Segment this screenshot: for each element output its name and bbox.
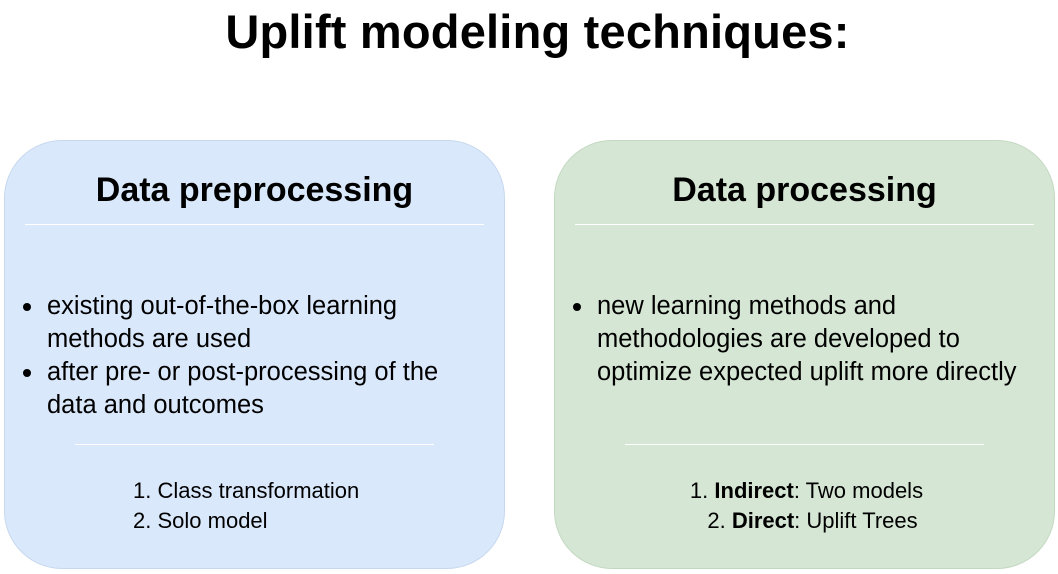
item-bold-term: Direct — [731, 508, 795, 533]
divider — [25, 224, 484, 225]
divider — [75, 444, 434, 445]
bullet-list: new learning methods and methodologies a… — [571, 290, 1041, 389]
item-number: 2. — [133, 508, 152, 533]
list-item: existing out-of-the-box learning methods… — [21, 290, 491, 356]
bullet-icon — [23, 303, 31, 311]
list-item: 2. Solo model — [5, 506, 504, 536]
divider — [625, 444, 984, 445]
data-preprocessing-card: Data preprocessing existing out-of-the-b… — [4, 140, 505, 569]
list-item: after pre- or post-processing of the dat… — [21, 356, 491, 422]
bullet-text: new learning methods and methodologies a… — [597, 292, 1017, 386]
list-item: 1. Class transformation — [5, 476, 504, 506]
card-heading: Data processing — [672, 171, 937, 209]
page-title: Uplift modeling techniques: — [225, 5, 850, 58]
bullet-list: existing out-of-the-box learning methods… — [21, 290, 491, 422]
item-number: 1. — [133, 478, 152, 503]
list-item: 1. Indirect: Two models — [557, 476, 1056, 506]
list-item: 2. Direct: Uplift Trees — [563, 506, 1058, 536]
item-text: : Two models — [793, 478, 924, 503]
technique-list: 1. Indirect: Two models 2. Direct: Uplif… — [555, 476, 1054, 536]
item-bold-term: Indirect — [714, 478, 794, 503]
item-text: : Uplift Trees — [794, 508, 918, 533]
data-processing-card: Data processing new learning methods and… — [554, 140, 1055, 569]
bullet-icon — [573, 303, 581, 311]
item-text: Solo model — [157, 508, 268, 533]
bullet-text: existing out-of-the-box learning methods… — [47, 292, 398, 353]
bullet-text: after pre- or post-processing of the dat… — [47, 358, 439, 419]
item-number: 1. — [689, 478, 709, 503]
item-text: Class transformation — [157, 478, 360, 503]
technique-list: 1. Class transformation 2. Solo model — [5, 476, 504, 536]
divider — [575, 224, 1034, 225]
card-heading: Data preprocessing — [95, 171, 414, 209]
item-number: 2. — [707, 508, 726, 533]
bullet-icon — [23, 369, 31, 377]
list-item: new learning methods and methodologies a… — [571, 290, 1041, 389]
